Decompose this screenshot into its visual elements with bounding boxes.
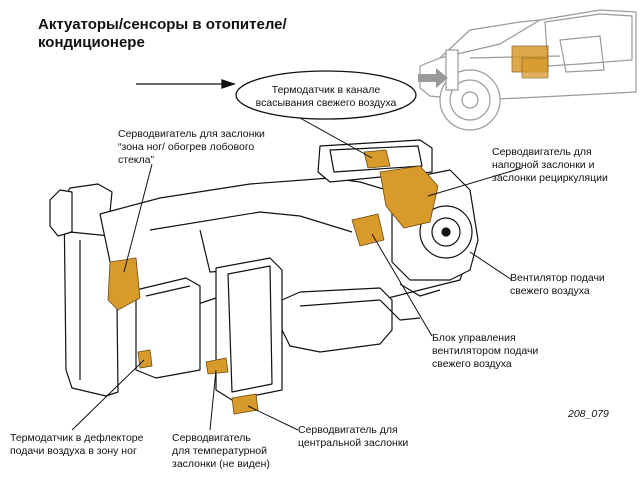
diagram-title: Актуаторы/сенсоры в отопителе/ кондицион…	[38, 16, 287, 51]
temp-servo-part	[205, 357, 229, 375]
leader-lines	[71, 117, 523, 431]
car-heater-unit	[511, 45, 549, 79]
direction-arrow	[136, 79, 237, 89]
label-central-servo: Серводвигатель для центральной заслонки	[298, 424, 409, 449]
heater-assembly	[49, 139, 479, 401]
airflow-arrow-small	[418, 68, 448, 88]
footwell-defrost-servo-part	[107, 257, 141, 311]
label-blower-control: Блок управления вентилятором подачи свеж…	[432, 332, 539, 370]
ram-recirc-servo-part	[379, 165, 439, 229]
fresh-air-sensor-part	[363, 149, 391, 169]
label-fresh-air-blower: Вентилятор подачи свежего воздуха	[510, 272, 605, 297]
label-fresh-air-sensor: Термодатчик в канале всасывания свежего …	[255, 84, 397, 109]
highlighted-components	[107, 149, 439, 415]
blower-control-part	[351, 213, 385, 247]
label-footwell-sensor: Термодатчик в дефлекторе подачи воздуха …	[10, 432, 144, 457]
label-ram-recirc-servo: Серводвигатель для напорной заслонки и з…	[492, 146, 608, 184]
figure-id: 208_079	[568, 408, 609, 420]
central-servo-part	[231, 393, 259, 415]
label-temp-servo: Серводвигатель для температурной заслонк…	[172, 432, 270, 470]
sensor-label-ellipse	[235, 70, 417, 120]
label-footwell-defrost-servo: Серводвигатель для заслонки “зона ног/ о…	[118, 128, 265, 166]
footwell-sensor-part	[137, 349, 153, 369]
